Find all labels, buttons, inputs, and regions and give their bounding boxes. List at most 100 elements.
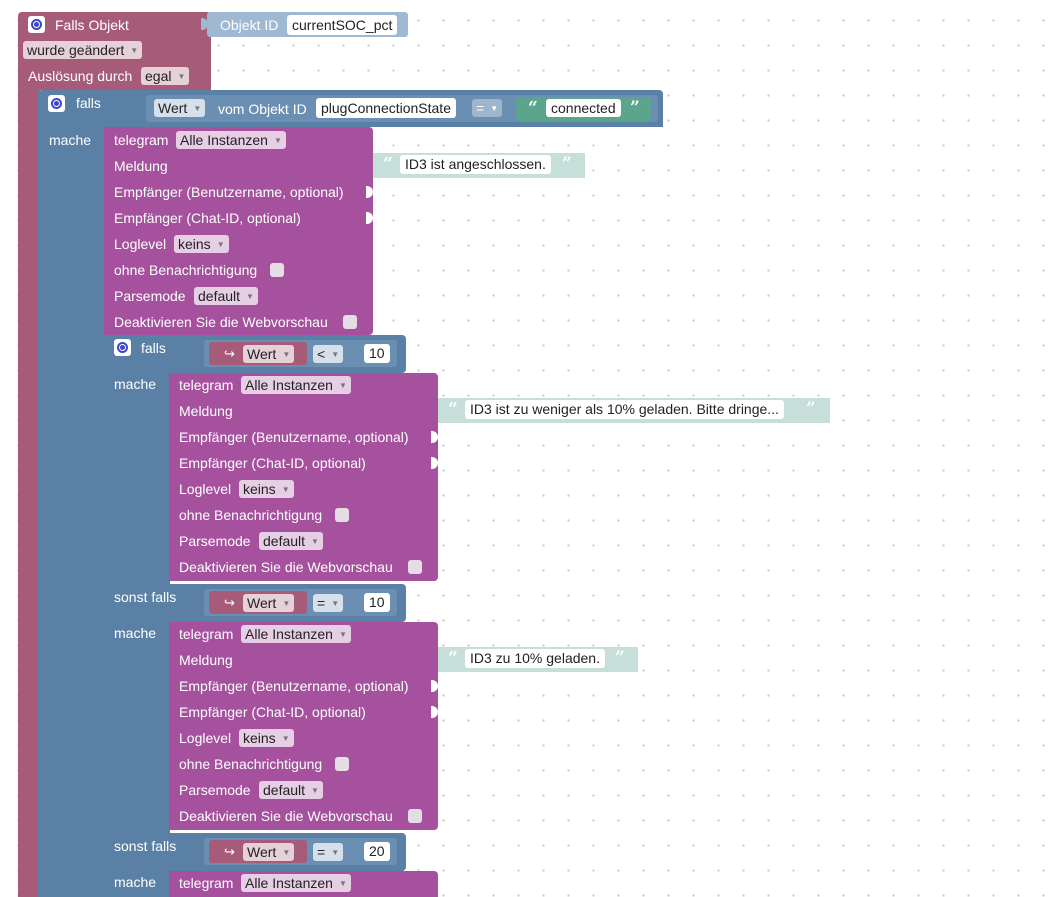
silent-checkbox[interactable] (335, 508, 349, 522)
loglevel-select[interactable]: keins▼ (174, 235, 229, 253)
silent-label: ohne Benachrichtigung (179, 756, 323, 772)
inner-if-spine (104, 372, 170, 897)
chevron-down-icon: ▼ (338, 630, 347, 639)
object-id-field[interactable]: currentSOC_pct (287, 15, 398, 35)
variable-select[interactable]: Wert▼ (243, 594, 295, 612)
inner-mache-label: mache (114, 376, 157, 392)
trigger-select[interactable]: egal ▼ (141, 67, 190, 85)
disable-preview-checkbox[interactable] (408, 809, 422, 823)
parsemode-select[interactable]: default ▼ (259, 532, 323, 550)
chevron-down-icon: ▼ (216, 240, 225, 249)
variable-select[interactable]: Wert ▼ (243, 345, 295, 363)
instance-select[interactable]: Alle Instanzen ▼ (241, 625, 351, 643)
parsemode-value: default (198, 288, 241, 304)
open-quote-icon: “ (383, 154, 393, 174)
recipient-user-label: Empfänger (Benutzername, optional) (179, 678, 409, 694)
changed-label: wurde geändert (27, 42, 125, 58)
chevron-down-icon: ▼ (331, 848, 340, 857)
inner-falls-label: falls (141, 340, 166, 356)
variable-select[interactable]: Wert▼ (243, 843, 295, 861)
recipient-user-label: Empfänger (Benutzername, optional) (114, 184, 344, 200)
parsemode-label: Parsemode (179, 533, 251, 549)
trigger-label: Auslösung durch (28, 68, 133, 84)
meldung-label: Meldung (114, 158, 168, 174)
operator-select[interactable]: =▼ (472, 99, 503, 117)
message-text-3[interactable]: ID3 zu 10% geladen. (465, 649, 605, 668)
gear-icon[interactable] (28, 16, 45, 33)
gear-icon[interactable] (114, 339, 131, 356)
parsemode-value: default (263, 533, 306, 549)
parsemode-select[interactable]: default▼ (259, 781, 323, 799)
trigger-value: egal (145, 68, 172, 84)
operator-value: < (317, 346, 326, 362)
number-field[interactable]: 20 (364, 842, 390, 861)
chevron-down-icon: ▼ (338, 879, 347, 888)
telegram-label: telegram (179, 875, 234, 891)
chevron-down-icon: ▼ (177, 72, 186, 81)
loglevel-label: Loglevel (179, 730, 232, 746)
instance-select[interactable]: Alle Instanzen▼ (241, 376, 351, 394)
disable-preview-checkbox[interactable] (343, 315, 357, 329)
variable-name: Wert (247, 844, 277, 860)
event-block-spine (18, 88, 40, 897)
value-select[interactable]: Wert▼ (154, 99, 206, 117)
input-socket (366, 186, 373, 198)
parsemode-select[interactable]: default▼ (194, 287, 258, 305)
input-socket (431, 431, 438, 443)
recipient-chat-label: Empfänger (Chat-ID, optional) (179, 455, 366, 471)
input-socket (431, 706, 438, 718)
recipient-user-label: Empfänger (Benutzername, optional) (179, 429, 409, 445)
instance-value: Alle Instanzen (245, 626, 333, 642)
loglevel-value: keins (243, 730, 276, 746)
recipient-chat-label: Empfänger (Chat-ID, optional) (179, 704, 366, 720)
message-text-1[interactable]: ID3 ist angeschlossen. (400, 155, 551, 174)
chevron-down-icon: ▼ (311, 537, 319, 546)
gear-icon[interactable] (48, 95, 65, 112)
chevron-down-icon: ▼ (331, 350, 340, 359)
silent-checkbox[interactable] (270, 263, 284, 277)
instance-select[interactable]: Alle Instanzen▼ (241, 874, 351, 892)
plug-object-field[interactable]: plugConnectionState (316, 98, 456, 118)
loglevel-select[interactable]: keins▼ (239, 729, 294, 747)
loglevel-select[interactable]: keins▼ (239, 480, 294, 498)
inner-mache-label: mache (114, 874, 157, 890)
message-text-2[interactable]: ID3 ist zu weniger als 10% geladen. Bitt… (465, 400, 784, 419)
variable-arrow-icon: ↪ (224, 346, 235, 361)
meldung-label: Meldung (179, 652, 233, 668)
instance-value: Alle Instanzen (245, 377, 333, 393)
close-quote-icon: ” (630, 98, 640, 118)
else-if-label: sonst falls (114, 838, 177, 854)
operator-select[interactable]: =▼ (313, 843, 344, 861)
variable-name: Wert (247, 346, 277, 362)
loglevel-label: Loglevel (114, 236, 167, 252)
else-if-label: sonst falls (114, 589, 177, 605)
outer-falls-label: falls (76, 95, 101, 111)
input-socket (366, 212, 373, 224)
outer-mache-label: mache (49, 132, 92, 148)
operator-select[interactable]: <▼ (313, 345, 344, 363)
silent-checkbox[interactable] (335, 757, 349, 771)
connected-text[interactable]: connected (546, 99, 621, 117)
operator-value: = (476, 100, 485, 116)
telegram-label: telegram (179, 626, 234, 642)
instance-select[interactable]: Alle Instanzen ▼ (176, 131, 286, 149)
object-id-connector (201, 18, 208, 30)
inner-mache-label: mache (114, 625, 157, 641)
object-id-label: Objekt ID (220, 17, 279, 33)
loglevel-value: keins (243, 481, 276, 497)
close-quote-icon: ” (806, 399, 816, 419)
chevron-down-icon: ▼ (273, 136, 282, 145)
changed-select[interactable]: wurde geändert▼ (23, 41, 143, 59)
silent-label: ohne Benachrichtigung (179, 507, 323, 523)
loglevel-label: Loglevel (179, 481, 232, 497)
chevron-down-icon: ▼ (282, 350, 291, 359)
meldung-label: Meldung (179, 403, 233, 419)
telegram-label: telegram (114, 132, 169, 148)
instance-value: Alle Instanzen (180, 132, 268, 148)
variable-name: Wert (247, 595, 277, 611)
number-field[interactable]: 10 (364, 593, 390, 612)
disable-preview-checkbox[interactable] (408, 560, 422, 574)
number-field[interactable]: 10 (364, 344, 390, 363)
disable-preview-label: Deaktivieren Sie die Webvorschau (179, 559, 393, 575)
operator-select[interactable]: =▼ (313, 594, 344, 612)
